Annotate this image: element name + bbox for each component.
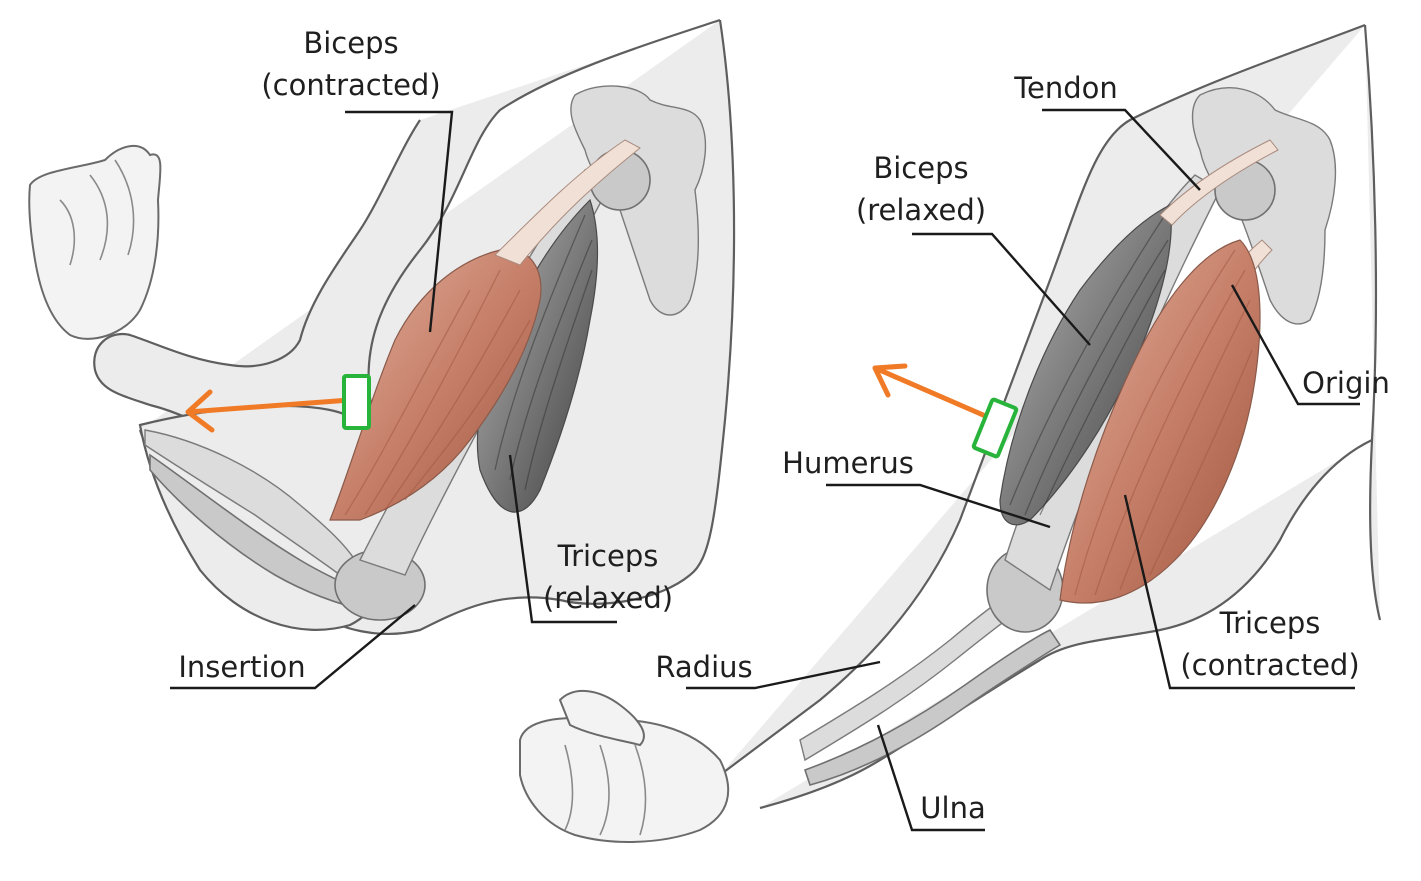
leader-origin bbox=[1230, 284, 1360, 406]
label-biceps-relaxed-line1: Biceps bbox=[873, 151, 968, 185]
biceps-relaxed-fibers bbox=[1009, 214, 1169, 516]
label-triceps-contracted-line1: Triceps bbox=[1219, 606, 1321, 640]
leader-biceps-contracted bbox=[345, 110, 454, 333]
label-triceps-relaxed-line1: Triceps bbox=[557, 539, 659, 573]
extended-pull-arrow bbox=[872, 363, 993, 421]
hand-finger-lines bbox=[564, 744, 647, 836]
biceps-relaxed-muscle bbox=[999, 204, 1172, 526]
label-biceps-contracted-line2: (contracted) bbox=[261, 68, 440, 102]
biceps-contracted-muscle bbox=[329, 248, 542, 521]
label-tendon: Tendon bbox=[1013, 71, 1118, 105]
biceps-contracted-fibers bbox=[344, 269, 531, 516]
label-biceps-contracted-line1: Biceps bbox=[303, 26, 398, 60]
leader-triceps-relaxed bbox=[508, 454, 617, 624]
leader-humerus bbox=[826, 483, 1051, 529]
label-radius: Radius bbox=[655, 650, 752, 684]
label-ulna: Ulna bbox=[920, 791, 985, 825]
extended-insertion-marker bbox=[971, 397, 1019, 459]
flexed-fist bbox=[28, 145, 162, 340]
leader-ulna bbox=[876, 724, 985, 832]
extended-arm-skin bbox=[719, 23, 1382, 810]
triceps-contracted-muscle bbox=[1059, 239, 1261, 604]
flexed-insertion-marker bbox=[342, 374, 371, 430]
labels: Biceps (contracted) Triceps (relaxed) In… bbox=[178, 26, 1390, 825]
flexed-pull-arrow bbox=[185, 389, 353, 433]
leader-radius bbox=[686, 660, 881, 690]
extended-thumb bbox=[558, 689, 645, 747]
extended-arm-illustration bbox=[519, 23, 1382, 843]
triceps-contracted-fibers bbox=[1074, 249, 1253, 596]
label-humerus: Humerus bbox=[782, 446, 914, 480]
leader-lines bbox=[170, 108, 1360, 832]
flexed-arm-illustration bbox=[28, 18, 736, 636]
leader-tendon bbox=[1042, 108, 1201, 191]
label-triceps-contracted-line2: (contracted) bbox=[1180, 648, 1359, 682]
label-biceps-relaxed-line2: (relaxed) bbox=[856, 193, 986, 227]
leader-insertion bbox=[170, 604, 416, 690]
extended-biceps-tendon bbox=[1159, 139, 1279, 226]
fist-finger-lines bbox=[59, 159, 135, 266]
leader-triceps-contracted bbox=[1123, 494, 1355, 690]
label-origin: Origin bbox=[1302, 366, 1390, 400]
label-insertion: Insertion bbox=[178, 650, 305, 684]
leader-biceps-relaxed bbox=[912, 232, 1091, 346]
triceps-relaxed-fibers bbox=[494, 214, 593, 491]
flexed-biceps-tendon bbox=[494, 139, 641, 266]
label-triceps-relaxed-line2: (relaxed) bbox=[543, 581, 673, 615]
extended-ulna-bone bbox=[803, 628, 1062, 786]
